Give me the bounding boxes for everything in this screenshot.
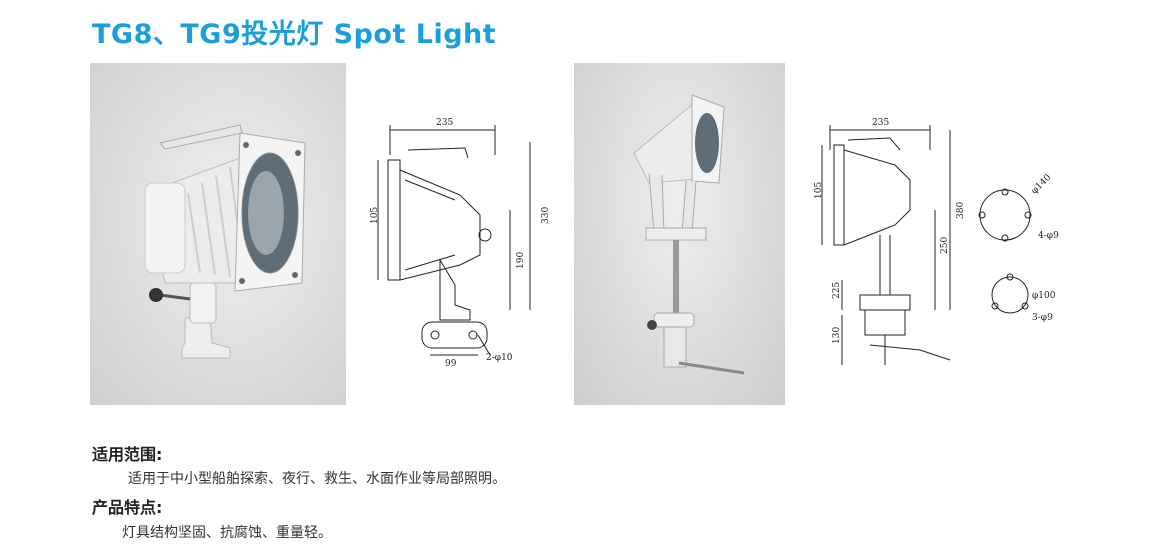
page-title: TG8、TG9投光灯 Spot Light <box>92 19 497 50</box>
dim-base: 99 <box>445 359 457 369</box>
section-body-features: 灯具结构坚固、抗腐蚀、重量轻。 <box>122 525 332 541</box>
technical-drawing-tg8: 235 105 330 190 99 2-φ10 <box>360 110 560 380</box>
dim2-holes3: 3-φ9 <box>1032 313 1053 323</box>
dim2-105: 105 <box>814 182 824 199</box>
section-heading-features: 产品特点: <box>92 498 163 517</box>
dim2-225: 225 <box>832 282 842 299</box>
dim2-130: 130 <box>832 327 842 344</box>
product-photo-tg8 <box>90 63 346 405</box>
section-body-application: 适用于中小型船舶探索、夜行、救生、水面作业等局部照明。 <box>128 471 506 487</box>
dim2-width: 235 <box>872 118 889 128</box>
dim-330: 330 <box>541 207 551 224</box>
dim2-250: 250 <box>940 237 950 254</box>
dim-width: 235 <box>436 118 453 128</box>
dim2-holes4: 4-φ9 <box>1038 231 1059 241</box>
dim2-d100: φ100 <box>1032 291 1056 301</box>
dim-105: 105 <box>370 207 380 224</box>
dim-holes: 2-φ10 <box>486 353 513 363</box>
section-heading-application: 适用范围: <box>92 445 163 464</box>
dim-190: 190 <box>516 252 526 269</box>
product-photo-tg9 <box>574 63 785 405</box>
technical-drawing-tg9: 235 105 380 250 225 130 φ140 4-φ9 φ100 3… <box>810 110 1090 380</box>
dim2-d140: φ140 <box>1030 172 1054 196</box>
dim2-380: 380 <box>956 202 966 219</box>
